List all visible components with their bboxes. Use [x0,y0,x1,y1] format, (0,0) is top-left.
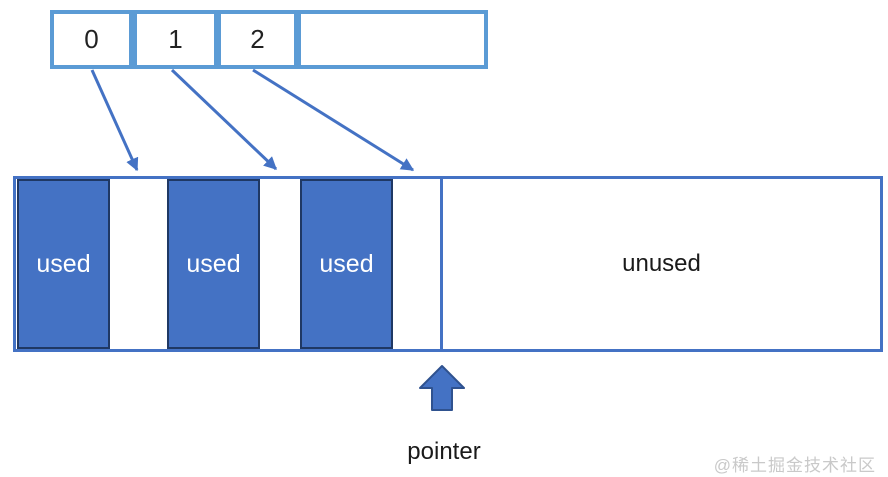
array-cell-2-label: 2 [250,24,265,54]
index-array: 0 1 2 [50,10,488,69]
unused-region: unused [440,176,883,352]
array-cell-3-empty [301,14,484,65]
array-cell-0-label: 0 [84,24,99,54]
array-cell-divider [129,14,137,65]
watermark: @稀土掘金技术社区 [713,456,876,475]
used-block-2-label: used [186,249,241,278]
array-cell-1: 1 [137,14,214,65]
down-right-arrow-icon [90,69,139,172]
array-cell-2: 2 [221,14,294,65]
array-cell-divider [294,14,301,65]
used-block-3: used [300,179,393,349]
used-block-3-label: used [319,249,374,278]
block-up-arrow-icon [419,365,465,411]
memory-bar: used used used [13,176,443,352]
down-right-arrow-icon [170,68,278,171]
pointer-label: pointer [407,438,481,465]
used-block-1: used [17,179,110,349]
used-block-2: used [167,179,260,349]
down-right-arrow-icon [252,68,415,172]
array-cell-1-label: 1 [168,24,183,54]
array-cell-0: 0 [54,14,129,65]
used-block-1-label: used [36,249,91,278]
array-cell-divider [214,14,221,65]
unused-region-label: unused [622,250,701,277]
